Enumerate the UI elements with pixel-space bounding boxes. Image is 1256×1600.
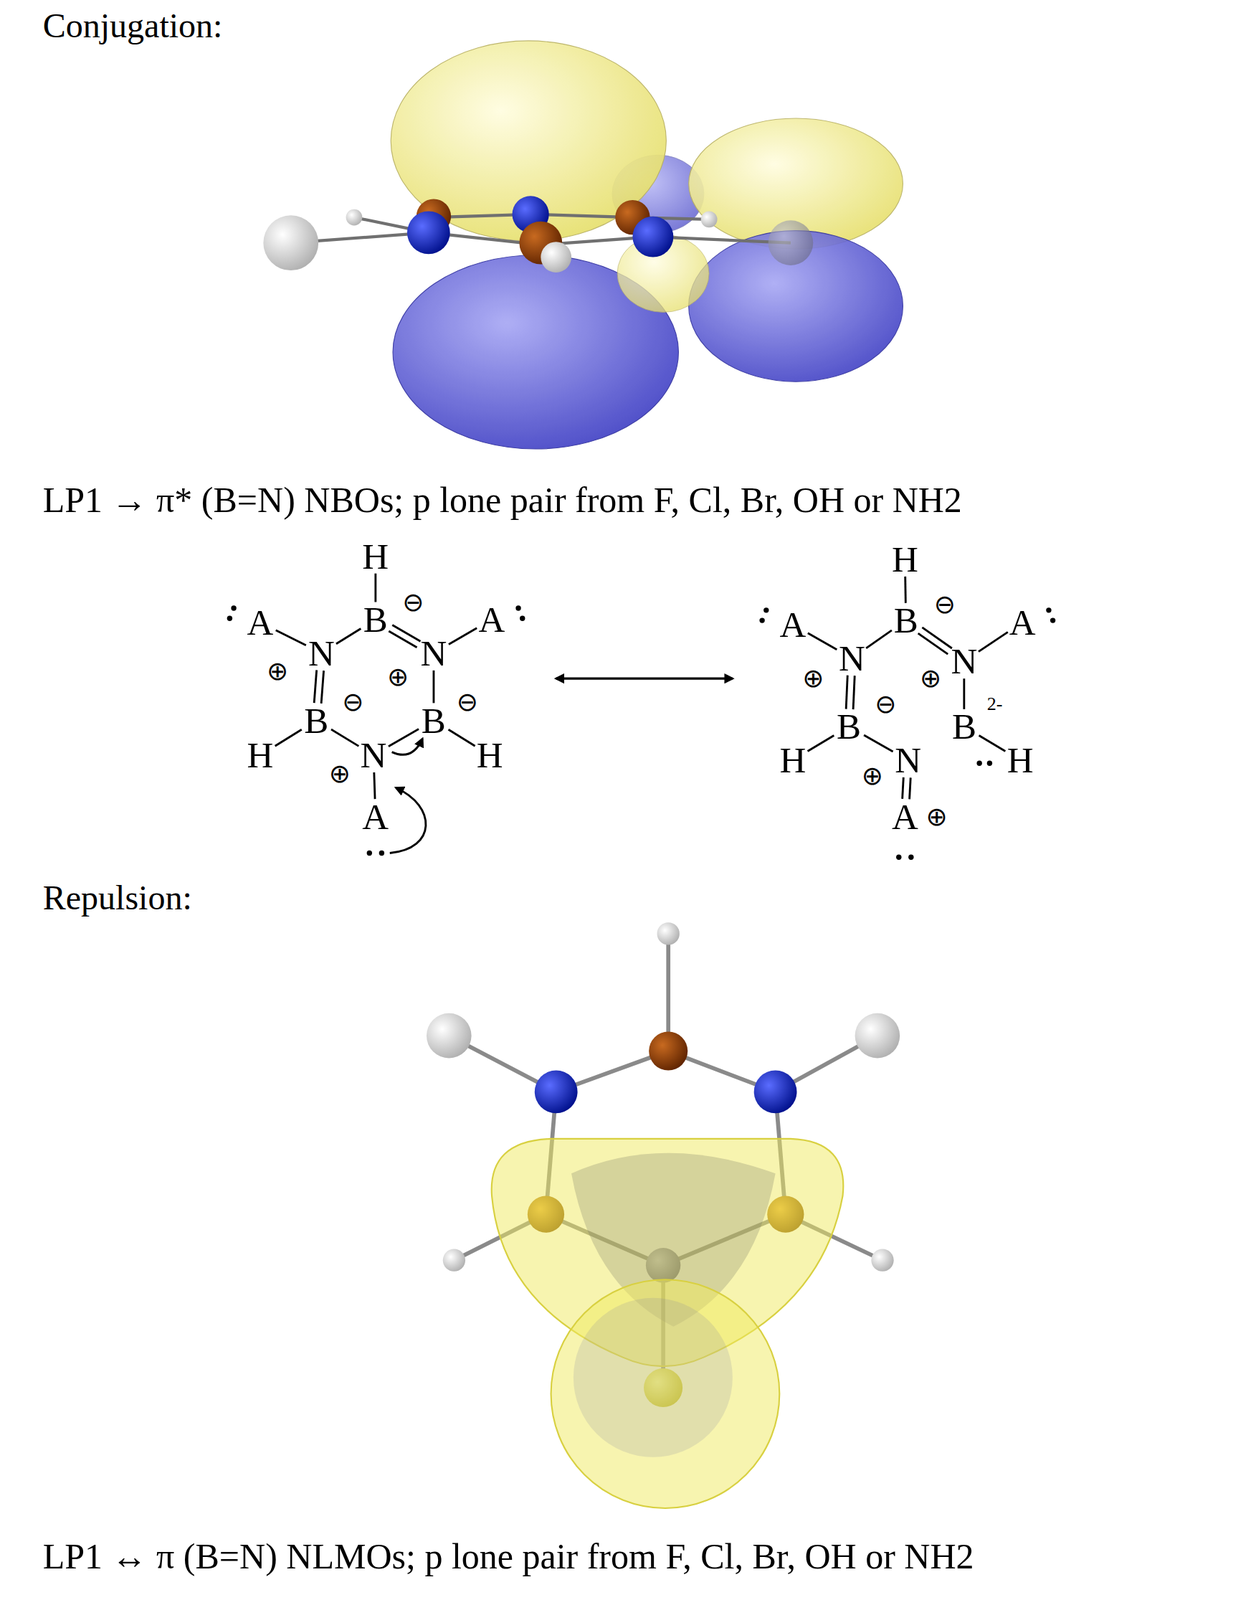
bond-line <box>392 624 421 641</box>
charge-symbol: ⊖ <box>402 589 424 616</box>
bond-line <box>866 630 892 649</box>
atom-label: N <box>420 634 447 672</box>
atom-label: N <box>359 736 387 774</box>
atom-label: A <box>1009 604 1036 641</box>
bond-line <box>388 630 417 648</box>
atom-sphere <box>632 216 674 258</box>
bond-line <box>978 631 1008 651</box>
charge-symbol: ⊕ <box>329 760 351 787</box>
structure-bonds <box>275 573 1008 800</box>
atom-label: B <box>421 701 446 739</box>
resonance-arrow <box>556 677 733 680</box>
bond-line <box>374 573 377 603</box>
nlmo-picture <box>426 921 900 1508</box>
atom-sphere <box>701 211 718 228</box>
atom-label: A <box>478 600 506 638</box>
bond-line <box>448 628 477 645</box>
bond-line <box>807 633 837 650</box>
bond-line <box>921 627 953 649</box>
atom-label: H <box>476 736 504 774</box>
atom-label: B <box>363 600 388 638</box>
charge-symbol: ⊖ <box>456 688 479 715</box>
caption-text: LP1 → π* (B=N) NBOs; p lone pair from F,… <box>43 481 963 518</box>
bond-line <box>433 670 436 704</box>
atom-sphere <box>346 209 363 226</box>
bond-line <box>979 735 1006 752</box>
atom-sphere <box>407 211 451 255</box>
bond-line <box>904 576 907 603</box>
charge-symbol: ⊕ <box>802 665 824 692</box>
bond-line <box>331 729 359 746</box>
atom-label: N <box>308 634 335 672</box>
atom-sphere <box>540 241 572 273</box>
atom-label: A <box>779 606 806 644</box>
bond-line <box>276 630 307 646</box>
charge-symbol: ⊖ <box>874 691 897 717</box>
atom-label: H <box>247 736 274 774</box>
orbital-lobe <box>390 40 666 241</box>
atom-label: B <box>893 602 919 639</box>
atom-label: N <box>838 639 866 677</box>
nlmo-shade <box>573 1297 733 1457</box>
atom-sphere <box>768 220 814 266</box>
charge-symbol: ⊕ <box>266 658 289 684</box>
section-heading: Conjugation: <box>43 8 223 44</box>
atom-label: N <box>951 643 978 680</box>
lone-pair-dots <box>227 605 1056 860</box>
bond-line <box>845 675 848 710</box>
charge-symbol: ⊖ <box>934 591 956 618</box>
bond-line <box>314 669 317 703</box>
charge-symbol: ⊖ <box>341 688 364 715</box>
charge-label: 2- <box>987 694 1003 714</box>
bond-line <box>807 735 835 752</box>
bond-line <box>909 777 912 799</box>
caption-text: LP1 ↔ π (B=N) NLMOs; p lone pair from F,… <box>43 1537 975 1574</box>
atom-label: B <box>836 708 861 745</box>
atom-label: B <box>303 701 329 739</box>
atom-label: B <box>952 708 977 745</box>
bond-line <box>374 772 375 799</box>
atom-label: H <box>1007 741 1034 779</box>
atom-label: H <box>891 540 919 578</box>
atom-label: H <box>779 741 806 779</box>
orbital-picture <box>263 40 903 449</box>
bond-line <box>275 729 302 746</box>
bond-line <box>853 675 855 710</box>
charge-symbol: ⊕ <box>387 663 409 690</box>
charge-symbol: ⊕ <box>925 803 948 830</box>
atom-label: H <box>362 537 389 575</box>
bond-line <box>962 678 965 710</box>
bond-line <box>448 729 476 746</box>
nlmo-lobe <box>551 1278 780 1508</box>
charge-symbol: ⊕ <box>919 665 942 692</box>
bond-line <box>321 670 324 704</box>
curved-arrow <box>389 787 426 853</box>
atom-sphere <box>263 215 319 271</box>
bond-line <box>388 729 419 747</box>
bond-line <box>902 777 905 799</box>
charge-symbol: ⊕ <box>861 762 884 789</box>
bond-line <box>336 628 361 644</box>
bond-line <box>863 734 893 752</box>
bond-line <box>918 633 949 654</box>
atom-label: A <box>247 604 274 641</box>
atom-label: A <box>891 797 919 835</box>
section-heading: Repulsion: <box>43 880 193 915</box>
atom-label: N <box>894 741 922 779</box>
atom-label: A <box>362 797 389 835</box>
